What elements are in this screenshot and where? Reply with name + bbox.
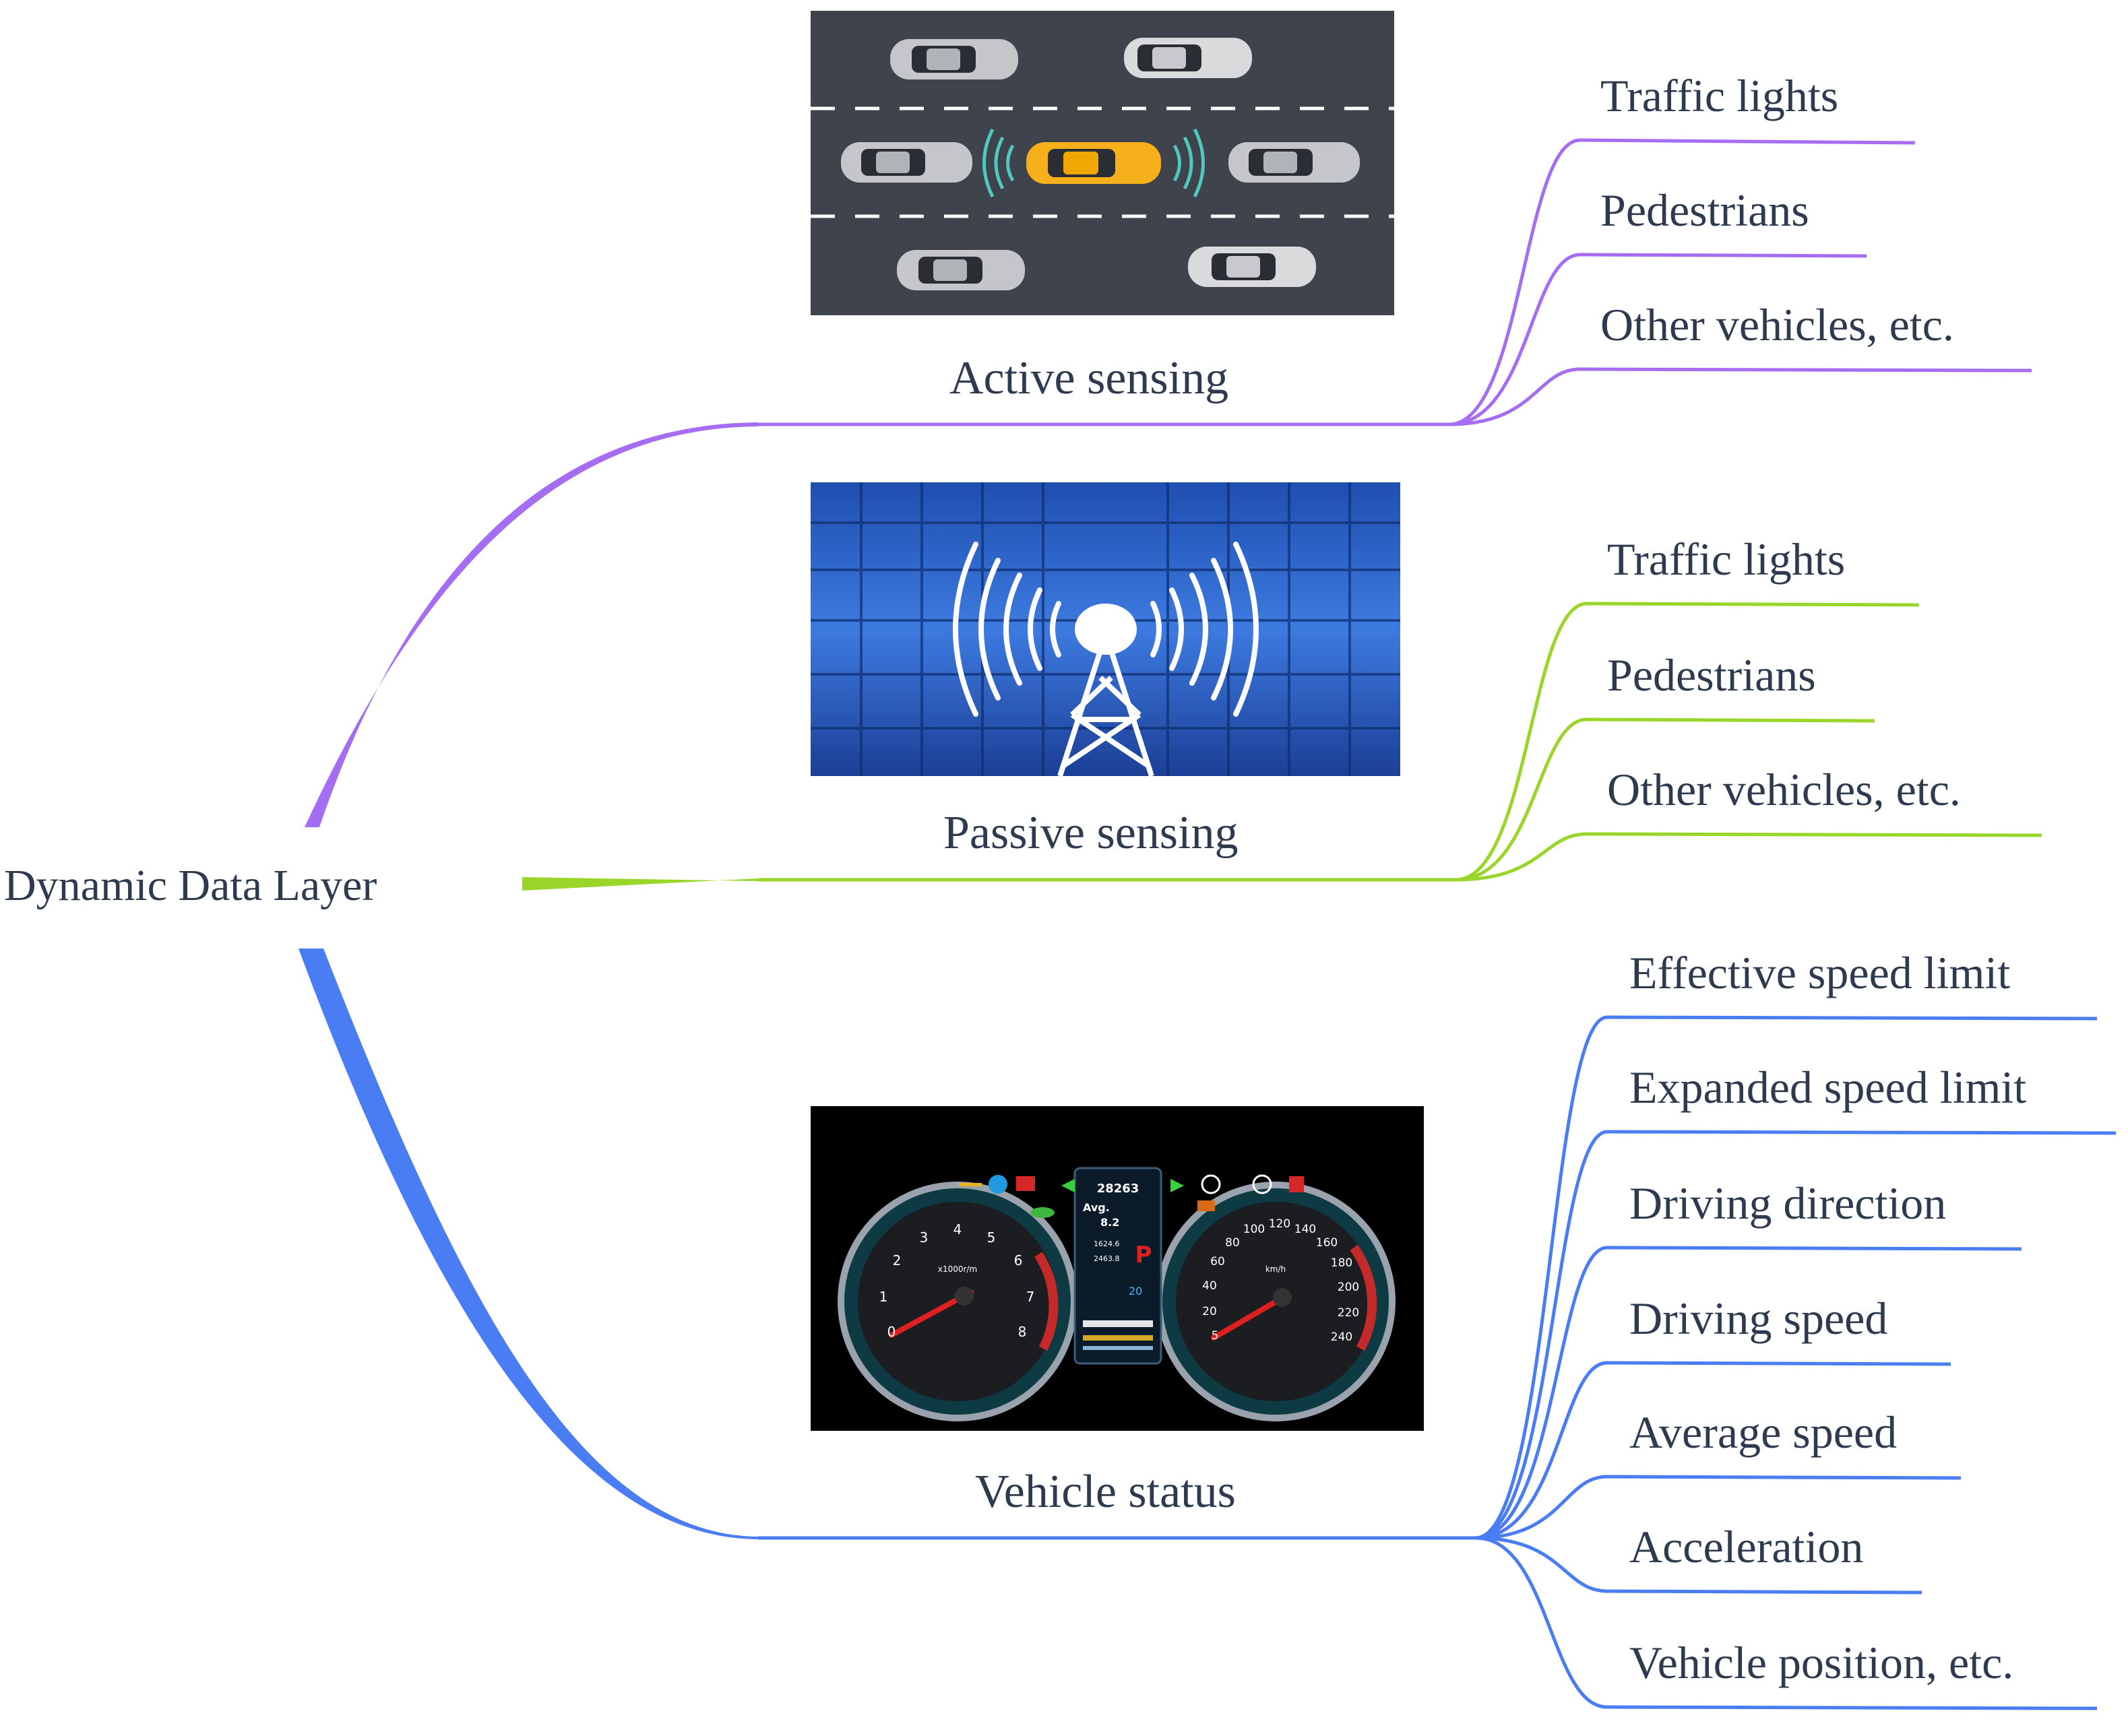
right-turn-signal-icon (1170, 1179, 1184, 1192)
vehicle-leaf-connectors (1475, 1015, 2117, 1710)
grey-car-icon (1228, 142, 1360, 183)
speed-tick-80: 80 (1225, 1236, 1240, 1250)
vehicle-status-image: 0 1 2 3 4 5 6 7 8 x1000r/m 5 (811, 1106, 1424, 1431)
road-traffic-illustration (811, 11, 1394, 315)
tachometer-gauge (838, 1182, 1077, 1421)
avg-value: 8.2 (1100, 1216, 1119, 1229)
sensor-waves-icon (982, 128, 1205, 198)
avg-label: Avg. (1083, 1201, 1110, 1214)
eco-light-icon (1030, 1207, 1055, 1218)
instrument-cluster: 0 1 2 3 4 5 6 7 8 x1000r/m 5 (811, 1106, 1424, 1431)
branch-label-active-sensing: Active sensing (949, 352, 1229, 404)
grey-car-icon (890, 39, 1018, 79)
tach-tick-1: 1 (879, 1289, 888, 1305)
parking-light-icon (1252, 1174, 1272, 1194)
odometer-value: 28263 (1097, 1182, 1139, 1196)
speed-tick-20: 20 (1202, 1305, 1217, 1318)
tach-tick-7: 7 (1026, 1289, 1035, 1305)
tach-tick-6: 6 (1014, 1252, 1023, 1268)
leaf-active-pedestrians: Pedestrians (1600, 185, 1809, 236)
leaf-driving-direction: Driving direction (1629, 1178, 1947, 1229)
root-connector-passive (522, 877, 758, 891)
battery-light-icon (1016, 1176, 1035, 1191)
passive-sensing-image (811, 482, 1400, 776)
trip-b-value: 2463.8 (1094, 1254, 1120, 1263)
speed-tick-100: 100 (1243, 1223, 1265, 1236)
engine-light-icon (1197, 1200, 1215, 1211)
trip-a-value: 1624.6 (1094, 1240, 1120, 1248)
leaf-active-traffic-lights: Traffic lights (1600, 70, 1839, 121)
speed-tick-180: 180 (1331, 1256, 1352, 1270)
root-label: Dynamic Data Layer (4, 861, 377, 910)
center-info-display: 28263 Avg. 8.2 1624.6 2463.8 P 20 (1073, 1167, 1162, 1365)
tach-unit: x1000r/m (938, 1264, 977, 1274)
speed-tick-120: 120 (1269, 1217, 1290, 1231)
key-light-icon (959, 1183, 982, 1186)
grey-car-icon (897, 250, 1025, 290)
autonomous-car-icon (1026, 142, 1161, 184)
speed-unit: km/h (1265, 1264, 1286, 1274)
speed-tick-200: 200 (1338, 1281, 1359, 1294)
grey-car-icon (1188, 247, 1316, 287)
leaf-passive-pedestrians: Pedestrians (1607, 649, 1816, 701)
tach-tick-3: 3 (920, 1229, 929, 1246)
speed-tick-40: 40 (1202, 1279, 1217, 1293)
grey-car-icon (841, 142, 972, 183)
speed-tick-220: 220 (1338, 1306, 1359, 1320)
warning-light-icon (989, 1175, 1007, 1194)
leaf-average-speed: Average speed (1629, 1407, 1898, 1458)
grey-car-icon (1124, 38, 1252, 78)
speed-tick-140: 140 (1294, 1223, 1316, 1236)
leaf-expanded-speed-limit: Expanded speed limit (1629, 1062, 2027, 1113)
leaf-acceleration: Acceleration (1629, 1521, 1864, 1572)
warning-lights (959, 1174, 1304, 1218)
branch-label-passive-sensing: Passive sensing (943, 807, 1239, 859)
leaf-passive-other-vehicles: Other vehicles, etc. (1607, 764, 1961, 815)
eye-light-icon (1201, 1174, 1221, 1194)
passive-leaf-connectors (1455, 602, 2042, 882)
tach-tick-5: 5 (987, 1229, 996, 1246)
speed-tick-60: 60 (1210, 1255, 1225, 1268)
speed-tick-5: 5 (1212, 1329, 1219, 1343)
signal-waves-icon (953, 542, 1259, 717)
gear-indicator: P (1135, 1242, 1152, 1268)
leaf-driving-speed: Driving speed (1629, 1293, 1888, 1344)
temperature-value: 20 (1129, 1285, 1142, 1297)
speedometer-gauge (1156, 1182, 1396, 1421)
active-leaf-connectors (1448, 138, 2032, 426)
leaf-vehicle-position: Vehicle position, etc. (1629, 1637, 2014, 1688)
branch-label-vehicle-status: Vehicle status (975, 1466, 1236, 1518)
speed-tick-240: 240 (1331, 1330, 1352, 1344)
speed-tick-160: 160 (1316, 1236, 1338, 1250)
radio-tower-illustration (811, 482, 1400, 776)
root-connector-vehicle (299, 949, 758, 1539)
tach-tick-8: 8 (1018, 1324, 1027, 1340)
root-connector-active (305, 422, 758, 827)
tach-tick-2: 2 (893, 1252, 902, 1268)
leaf-effective-speed-limit: Effective speed limit (1629, 947, 2011, 998)
leaf-passive-traffic-lights: Traffic lights (1607, 534, 1846, 585)
tach-tick-0: 0 (887, 1324, 896, 1340)
left-turn-signal-icon (1061, 1179, 1075, 1192)
tach-tick-4: 4 (953, 1221, 962, 1237)
leaf-active-other-vehicles: Other vehicles, etc. (1600, 299, 1954, 350)
fuel-light-icon (1289, 1176, 1304, 1192)
radio-tower-icon (1057, 604, 1154, 776)
active-sensing-image (811, 11, 1394, 315)
